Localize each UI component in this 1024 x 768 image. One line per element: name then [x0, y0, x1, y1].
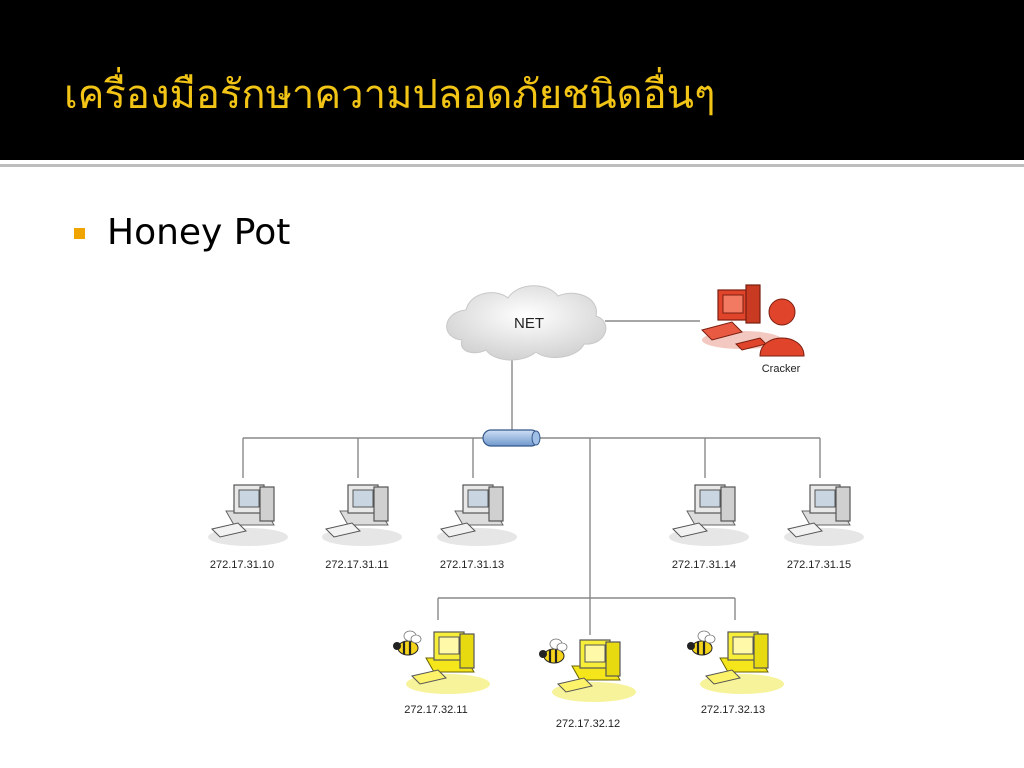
desktop-computer-icon	[321, 484, 403, 547]
host-label: 272.17.31.14	[672, 559, 736, 571]
cracker-label: Cracker	[762, 363, 801, 375]
internet-cloud: NET	[446, 285, 607, 361]
host-node	[783, 484, 865, 547]
host-label: 272.17.31.15	[787, 559, 851, 571]
cloud-label: NET	[514, 315, 544, 332]
bullet-square-icon	[74, 228, 85, 239]
desktop-computer-icon	[783, 484, 865, 547]
host-label: 272.17.31.10	[210, 559, 274, 571]
host-node	[436, 484, 518, 547]
hub-icon	[482, 429, 541, 447]
cracker-node: Cracker	[701, 284, 805, 375]
desktop-computer-icon	[668, 484, 750, 547]
desktop-computer-icon	[207, 484, 289, 547]
host-label: 272.17.31.13	[440, 559, 504, 571]
host-node	[207, 484, 289, 547]
bee-icon	[391, 629, 423, 657]
honeypot-label: 272.17.32.11	[404, 704, 467, 716]
host-label: 272.17.31.11	[325, 559, 388, 571]
network-links	[242, 320, 821, 635]
host-node	[321, 484, 403, 547]
honeypot-node	[685, 629, 785, 695]
title-bar: เครื่องมือรักษาความปลอดภัยชนิดอื่นๆ	[0, 0, 1024, 160]
bee-icon	[685, 629, 717, 657]
honeypot-node	[537, 637, 637, 703]
bee-icon	[537, 637, 569, 665]
host-node	[668, 484, 750, 547]
honeypot-node	[391, 629, 491, 695]
slide-title: เครื่องมือรักษาความปลอดภัยชนิดอื่นๆ	[64, 72, 716, 118]
desktop-computer-icon	[436, 484, 518, 547]
cracker-computer-icon	[701, 284, 782, 351]
honeypot-label: 272.17.32.13	[701, 704, 765, 716]
title-divider	[0, 164, 1024, 167]
cracker-person-icon	[759, 298, 805, 357]
honeypot-label: 272.17.32.12	[556, 718, 620, 730]
bullet-text: Honey Pot	[107, 212, 291, 253]
bullet-item: Honey Pot	[74, 212, 290, 253]
